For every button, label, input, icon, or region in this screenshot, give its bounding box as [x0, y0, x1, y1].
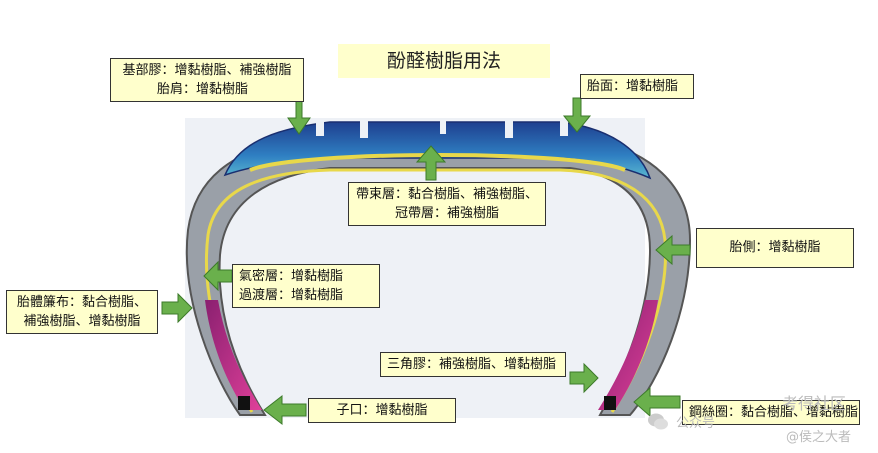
label-base-line2: 胎肩：增黏樹脂	[157, 82, 249, 97]
arrow-apex	[569, 362, 599, 394]
arrow-tread	[562, 97, 592, 133]
arrow-bead	[263, 394, 307, 426]
inner-liner	[205, 168, 668, 413]
diagram-title: 酚醛樹脂用法	[338, 44, 550, 78]
label-apex: 三角膠：補強樹脂、增黏樹脂	[380, 352, 566, 377]
label-belt-line2: 冠帶層：補強樹脂	[394, 206, 499, 221]
arrow-belt	[415, 145, 447, 181]
label-inner-line1: 氣密層：增黏樹脂	[239, 269, 344, 284]
arrow-sidewall	[655, 234, 691, 266]
label-bead: 子口：增黏樹脂	[308, 398, 456, 423]
arrow-wire	[633, 386, 681, 418]
label-inner: 氣密層：增黏樹脂 過渡層：增黏樹脂	[232, 264, 380, 308]
bead-wire-right	[604, 396, 616, 410]
label-ply-line2: 補強樹脂、增黏樹脂	[23, 314, 141, 329]
arrow-inner	[203, 260, 233, 292]
label-belt-line1: 帶束層：黏合樹脂、補強樹脂、	[355, 187, 538, 202]
arrow-ply	[161, 292, 193, 324]
watermark-left: 公众号	[676, 416, 716, 431]
label-belt: 帶束層：黏合樹脂、補強樹脂、 冠帶層：補強樹脂	[348, 182, 546, 226]
label-tread: 胎面：增黏樹脂	[580, 74, 694, 99]
bead-right	[598, 300, 658, 410]
label-ply-line1: 胎體簾布：黏合樹脂、	[16, 295, 147, 310]
label-base: 基部膠：增黏樹脂、補強樹脂 胎肩：增黏樹脂	[110, 58, 304, 102]
tread-grooves	[316, 118, 568, 138]
label-base-line1: 基部膠：增黏樹脂、補強樹脂	[122, 63, 292, 78]
label-sidewall: 胎側：增黏樹脂	[696, 228, 854, 268]
watermark-right-top: 考得社区	[782, 394, 847, 413]
bead-left	[205, 300, 262, 410]
watermark-right-bottom: @侯之大者	[786, 430, 852, 445]
label-ply: 胎體簾布：黏合樹脂、 補強樹脂、增黏樹脂	[6, 290, 158, 334]
bead-wire-left	[238, 396, 250, 410]
label-wire: 鋼絲圈：黏合樹脂、增黏樹脂	[682, 400, 860, 425]
wechat-logo-icon	[648, 413, 668, 430]
label-inner-line2: 過渡層：增黏樹脂	[239, 288, 344, 303]
